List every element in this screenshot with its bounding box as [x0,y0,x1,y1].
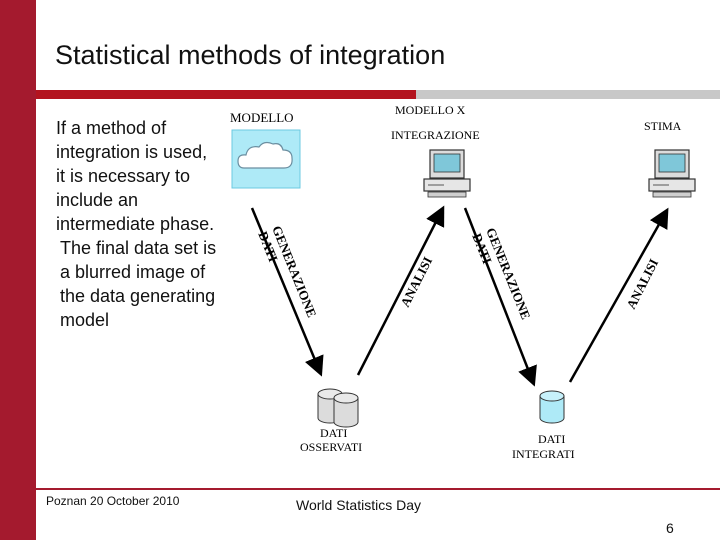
database-icon [333,392,359,428]
title-underline-red [36,90,416,99]
label-stima: STIMA [644,119,682,133]
label-integrazione: INTEGRAZIONE [391,128,480,142]
arrow-analisi-2 [568,207,669,383]
integration-diagram: MODELLO MODELLO X INTEGRAZIONE STIMA DAT… [220,100,720,485]
body-paragraph-1: If a method of integration is used, it i… [56,118,215,234]
left-accent-bar [0,0,36,540]
slide-title: Statistical methods of integration [55,40,446,70]
label-dati-integrati-1: DATI [538,432,565,446]
arrow-analisi-1 [356,205,445,376]
label-generazione-1: GENERAZIONE [269,224,319,320]
body-text: If a method of integration is used, it i… [56,116,221,332]
footer-event: World Statistics Day [296,497,421,513]
computer-icon [423,149,471,198]
title-underline-gray [416,90,720,99]
footer-rule [36,488,720,490]
cloud-model-box [231,129,301,189]
arrow-generazione-2 [463,207,537,387]
database-icon [539,390,565,424]
label-dati-osservati-1: DATI [320,426,347,440]
body-paragraph-2: The final data set is a blurred image of… [60,238,217,330]
label-dati-integrati-2: INTEGRATI [512,447,575,461]
computer-icon [648,149,696,198]
page-number: 6 [666,520,674,536]
cloud-icon [237,141,293,169]
label-modello-x: MODELLO X [395,103,466,117]
label-modello: MODELLO [230,110,294,125]
footer-date: Poznan 20 October 2010 [46,494,180,508]
arrow-generazione-1 [250,207,324,377]
label-analisi-2: ANALISI [623,256,661,311]
label-dati-osservati-2: OSSERVATI [300,440,362,454]
